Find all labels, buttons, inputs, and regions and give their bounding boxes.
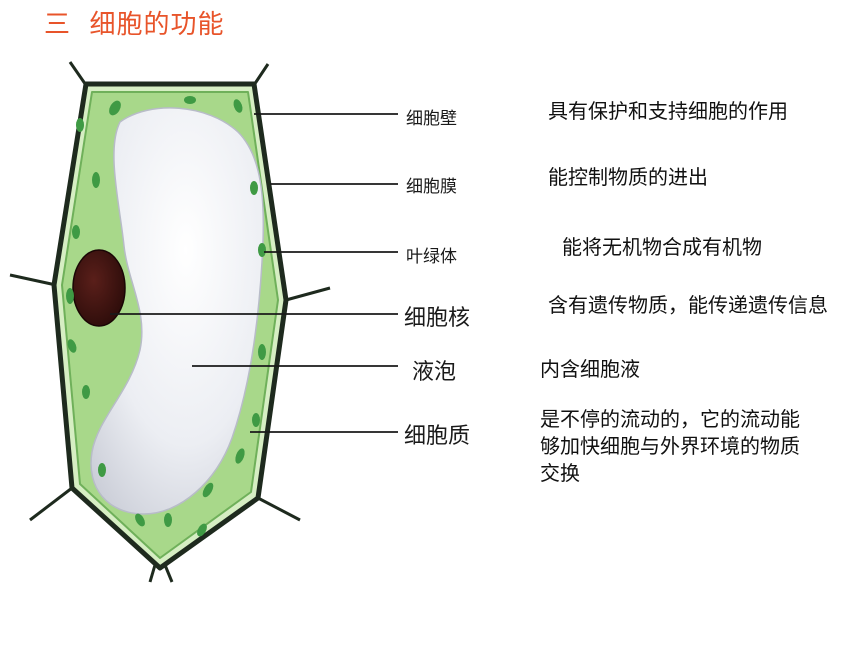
function-cytoplasm: 是不停的流动的，它的流动能够加快细胞与外界环境的物质交换 <box>540 407 800 485</box>
label-chloroplast: 叶绿体 <box>406 247 457 267</box>
chloroplasts <box>66 96 266 537</box>
label-cytoplasm: 细胞质 <box>404 424 471 449</box>
label-cell-membrane: 细胞膜 <box>406 177 457 197</box>
function-vacuole: 内含细胞液 <box>540 357 640 381</box>
leader-lines <box>110 113 398 433</box>
slide-title: 三 细胞的功能 <box>44 10 225 40</box>
label-vacuole: 液泡 <box>412 360 457 385</box>
function-cell-wall: 具有保护和支持细胞的作用 <box>548 99 788 123</box>
label-cell-wall: 细胞壁 <box>406 109 457 129</box>
function-cell-membrane: 能控制物质的进出 <box>548 165 708 189</box>
label-nucleus: 细胞核 <box>404 306 471 331</box>
nucleus-shape <box>72 249 126 327</box>
vacuole-shape <box>90 107 265 515</box>
function-nucleus: 含有遗传物质，能传递遗传信息 <box>548 293 828 317</box>
function-chloroplast: 能将无机物合成有机物 <box>562 235 762 259</box>
